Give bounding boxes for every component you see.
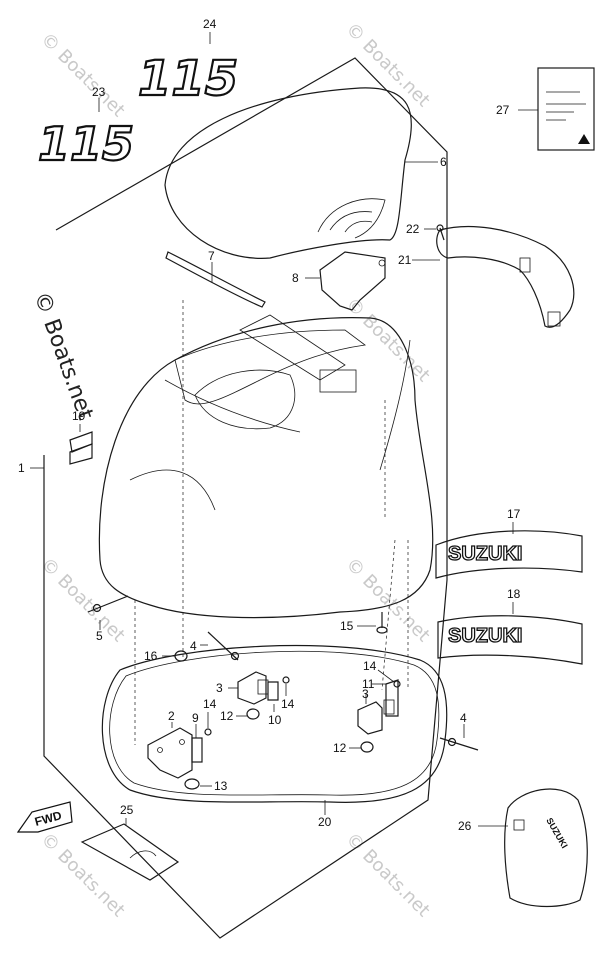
decal-115-top-text: 115 (138, 51, 238, 107)
callout-22: 22 (406, 222, 420, 236)
callout-20: 20 (318, 815, 332, 829)
callout-14: 14 (363, 659, 377, 673)
decal-115-lower-text: 115 (38, 117, 134, 171)
cover-brand-text: SUZUKI (544, 816, 569, 850)
suzuki-s-emblem (69, 431, 93, 465)
callout-25: 25 (120, 803, 134, 817)
grommet-13 (184, 778, 200, 790)
assembly-outline (43, 57, 448, 939)
watermark: © Boats.net (341, 829, 433, 921)
pin-5 (87, 595, 129, 613)
lever-4-right (439, 737, 479, 751)
fwd-arrow: FWD (16, 801, 73, 833)
callout-23: 23 (92, 85, 106, 99)
decal-115-top: 115 (137, 50, 239, 108)
suzuki-decal-17: SUZUKI (435, 530, 583, 579)
callout-17: 17 (507, 507, 521, 521)
latch-hook-left (237, 671, 269, 705)
callout-1: 1 (18, 461, 25, 475)
decal-115-lower: 115 (37, 116, 135, 172)
owners-bag (80, 823, 180, 881)
watermark: © Boats.net (341, 19, 433, 111)
callout-16: 16 (144, 649, 158, 663)
callout-3: 3 (362, 687, 369, 701)
callout-15: 15 (340, 619, 354, 633)
watermark-side: © Boats.net (28, 289, 98, 424)
fwd-label: FWD (33, 808, 63, 829)
callout-8: 8 (292, 271, 299, 285)
watermark: © Boats.net (341, 294, 433, 386)
callout-14: 14 (281, 697, 295, 711)
watermark: © Boats.net (341, 554, 433, 646)
storage-cover: SUZUKI (504, 788, 588, 908)
clip-11 (385, 679, 399, 717)
grommet-16 (174, 650, 188, 662)
suzuki-decal-17-text: SUZUKI (448, 543, 522, 565)
suzuki-decal-18: SUZUKI (437, 615, 583, 665)
screw-14a (204, 728, 212, 736)
callout-6: 6 (440, 155, 447, 169)
callout-19: 19 (72, 409, 86, 423)
lever-4-upper (207, 631, 240, 661)
screw-14c (393, 680, 401, 688)
callout-21: 21 (398, 253, 412, 267)
small-cover (319, 251, 386, 311)
screw-14b (282, 676, 290, 684)
callout-24: 24 (203, 17, 217, 31)
callout-5: 5 (96, 629, 103, 643)
top-cover (164, 87, 412, 259)
seal-strip (165, 251, 266, 308)
callout-18: 18 (507, 587, 521, 601)
callout-2: 2 (168, 709, 175, 723)
callout-14: 14 (203, 697, 217, 711)
callout-labels: 1 2 3 3 4 4 5 6 7 8 9 10 11 12 12 13 14 … (18, 17, 521, 833)
clip-10 (267, 681, 279, 701)
spring-9 (191, 737, 203, 763)
leader-14c (377, 669, 395, 683)
callout-12: 12 (220, 709, 234, 723)
screw-15 (376, 612, 388, 634)
label-sheet (537, 67, 595, 151)
callout-13: 13 (214, 779, 228, 793)
callout-3: 3 (216, 681, 223, 695)
latch-bracket-2 (147, 727, 193, 779)
suzuki-decal-18-text: SUZUKI (448, 625, 522, 647)
bottom-seal (101, 644, 448, 803)
watermark: © Boats.net (36, 554, 128, 646)
bolt-12a (246, 708, 260, 720)
callout-12: 12 (333, 741, 347, 755)
callout-4: 4 (460, 711, 467, 725)
watermark: © Boats.net (36, 29, 128, 121)
latch-hook-right (357, 699, 395, 735)
callout-9: 9 (192, 711, 199, 725)
callout-10: 10 (268, 713, 282, 727)
bolt-12b (360, 741, 374, 753)
callout-7: 7 (208, 249, 215, 263)
main-cowl (98, 314, 434, 619)
screw-22 (436, 224, 445, 241)
callout-4: 4 (190, 639, 197, 653)
rear-handle (436, 225, 575, 328)
callout-26: 26 (458, 819, 472, 833)
callout-11: 11 (362, 677, 375, 691)
callout-27: 27 (496, 103, 510, 117)
